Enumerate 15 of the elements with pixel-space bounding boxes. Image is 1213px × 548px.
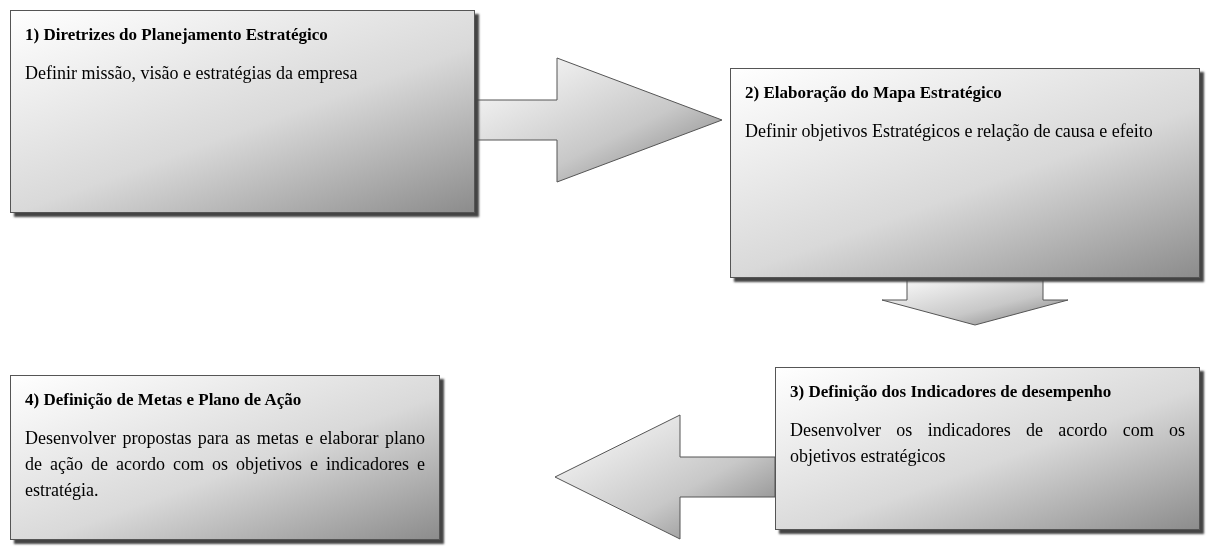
- step-title: 4) Definição de Metas e Plano de Ação: [25, 389, 303, 411]
- step-description: Definir objetivos Estratégicos e relação de causa e efeito: [745, 119, 1154, 143]
- step-title: 2) Elaboração do Mapa Estratégico: [745, 82, 1003, 104]
- block-arrow: [881, 277, 1069, 326]
- block-arrow: [554, 414, 776, 540]
- process-box: [730, 68, 1200, 278]
- step-title: 3) Definição dos Indicadores de desempenho: [790, 381, 1113, 403]
- step-title: 1) Diretrizes do Planejamento Estratégico: [25, 24, 329, 46]
- step-description: Definir missão, visão e estratégias da empresa: [25, 61, 359, 85]
- process-box: [10, 10, 475, 213]
- block-arrow: [474, 57, 723, 183]
- step-description: Desenvolver os indicadores de acordo com os objetivos estratégicos: [790, 418, 1185, 468]
- process-box: [10, 375, 440, 540]
- process-box: [775, 367, 1200, 530]
- step-description: Desenvolver propostas para as metas e elaborar plano de ação de acordo com os objetivos e indicadores e estratégia.: [25, 426, 425, 502]
